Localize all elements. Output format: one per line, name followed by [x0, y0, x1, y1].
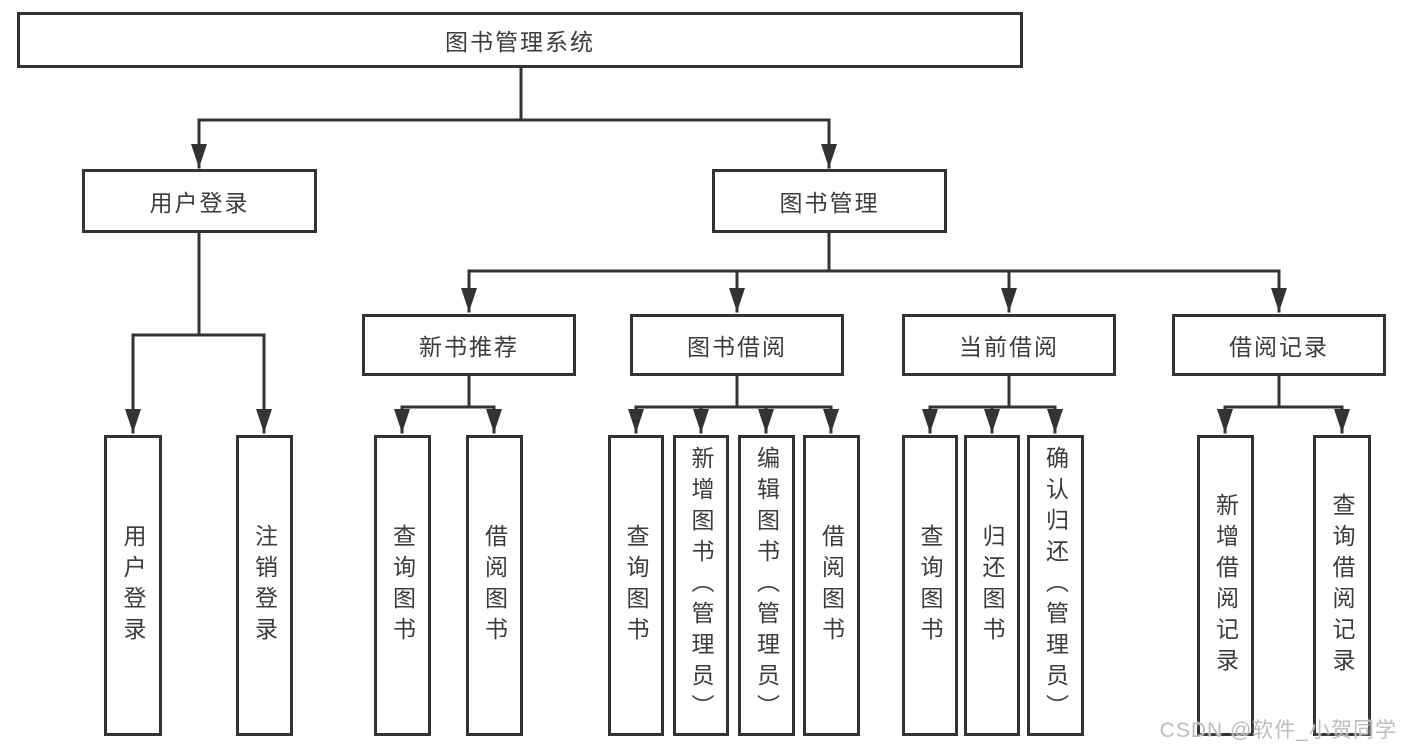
node-library-management-system: 图书管理系统: [17, 12, 1023, 68]
node-add-borrowing-record: 新增借阅记录: [1197, 435, 1254, 736]
node-new-book-recommendation: 新书推荐: [362, 314, 576, 376]
connector-book-management-branch: [467, 231, 1281, 273]
node-confirm-return-admin: 确认归还（管理员）: [1027, 435, 1084, 736]
connector-current-borrowing-branch: [928, 374, 1057, 409]
node-query-books-recommendation: 查询图书: [374, 435, 431, 736]
node-book-borrowing: 图书借阅: [630, 314, 844, 376]
node-borrow-books-recommendation: 借阅图书: [466, 435, 523, 736]
node-user-login-action: 用户登录: [104, 435, 162, 736]
connector-borrowing-records-branch: [1223, 374, 1344, 409]
node-book-management: 图书管理: [712, 169, 947, 233]
node-query-books-borrowing: 查询图书: [608, 435, 664, 736]
node-logout-action: 注销登录: [236, 435, 293, 736]
node-edit-books-admin: 编辑图书（管理员）: [738, 435, 795, 736]
node-query-borrowing-record: 查询借阅记录: [1313, 435, 1371, 736]
node-borrowing-records: 借阅记录: [1172, 314, 1386, 376]
node-add-books-admin: 新增图书（管理员）: [673, 435, 729, 736]
connector-book-borrowing-branch: [634, 374, 833, 409]
connector-root-to-level2: [197, 66, 831, 122]
node-current-borrowing: 当前借阅: [902, 314, 1116, 376]
node-return-books: 归还图书: [964, 435, 1020, 736]
connector-user-login-branch: [131, 231, 266, 337]
node-user-login: 用户登录: [82, 169, 317, 233]
watermark: CSDN @软件_小贺同学: [1159, 719, 1397, 742]
node-borrow-books: 借阅图书: [803, 435, 860, 736]
connector-new-book-recommendation-branch: [400, 374, 496, 409]
node-query-books-current: 查询图书: [902, 435, 958, 736]
